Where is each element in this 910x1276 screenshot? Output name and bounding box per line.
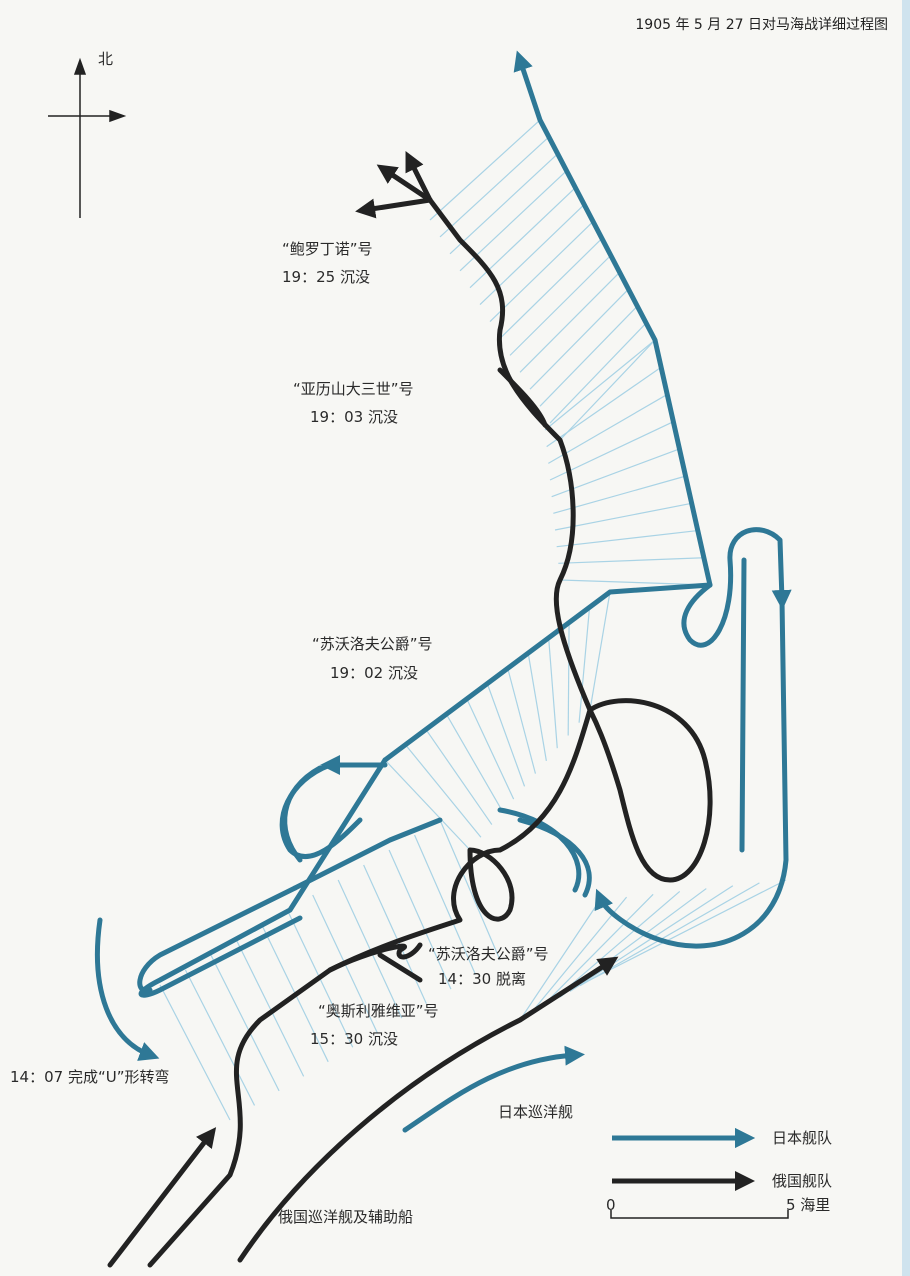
fire-line xyxy=(466,698,515,800)
fire-line xyxy=(489,221,594,322)
russian-fleet-track xyxy=(107,151,713,1268)
fire-line xyxy=(567,622,570,736)
fire-line xyxy=(184,969,256,1106)
fire-line xyxy=(549,322,647,424)
jp-cruisers-label: 日本巡洋舰 xyxy=(498,1103,574,1121)
scale-bar xyxy=(610,1210,789,1219)
fire-line xyxy=(337,879,403,1019)
fire-line xyxy=(507,668,537,774)
oslyabya-event: 15：30 沉没 xyxy=(310,1030,398,1048)
fire-line xyxy=(548,637,558,749)
fire-line xyxy=(539,893,654,1009)
legend-russia-label: 俄国舰队 xyxy=(772,1172,833,1190)
fire-line xyxy=(559,579,711,586)
fire-line xyxy=(425,729,493,825)
suvorov-out-event: 14：30 脱离 xyxy=(438,970,526,988)
fire-line xyxy=(548,393,668,464)
fire-line xyxy=(413,834,477,975)
fire-line xyxy=(235,939,305,1077)
fire-line xyxy=(159,984,231,1121)
fire-line xyxy=(384,759,471,851)
alexander-event: 19：03 沉没 xyxy=(310,408,398,426)
fire-line xyxy=(519,899,601,1021)
suvorov-out-name: “苏沃洛夫公爵”号 xyxy=(428,945,549,963)
fire-line xyxy=(544,339,656,431)
suvorov-sunk-event: 19：02 沉没 xyxy=(330,664,418,682)
fire-line xyxy=(579,882,760,987)
alexander-name: “亚历山大三世”号 xyxy=(293,380,414,398)
borodino-name: “鲍罗丁诺”号 xyxy=(282,240,373,258)
fire-line xyxy=(479,204,585,306)
uturn-label: 14：07 完成“U”形转弯 xyxy=(10,1068,170,1086)
scale-end: 5 海里 xyxy=(786,1196,831,1214)
fire-line xyxy=(519,271,621,373)
fire-line xyxy=(529,896,628,1015)
fire-line xyxy=(499,238,603,339)
fire-line xyxy=(459,170,567,272)
legend xyxy=(610,1128,789,1219)
fire-line xyxy=(589,879,787,981)
fire-line xyxy=(527,652,547,762)
fire-line xyxy=(388,849,452,990)
fire-line xyxy=(529,288,629,390)
fire-line xyxy=(589,591,611,711)
scale-start: 0 xyxy=(606,1196,616,1214)
fire-line xyxy=(486,683,526,787)
fire-line xyxy=(509,254,612,356)
map-title: 1905 年 5 月 27 日对马海战详细过程图 xyxy=(635,17,888,33)
page-edge xyxy=(902,0,910,1276)
borodino-event: 19：25 沉没 xyxy=(282,268,370,286)
legend-japan-label: 日本舰队 xyxy=(772,1129,833,1147)
fire-line xyxy=(578,607,591,723)
fire-line xyxy=(558,557,704,564)
fire-line xyxy=(429,119,541,221)
fire-line xyxy=(439,136,550,238)
fire-line xyxy=(469,187,576,289)
fire-line xyxy=(404,744,482,838)
ru-cruisers-label: 俄国巡洋舰及辅助船 xyxy=(278,1208,414,1226)
oslyabya-name: “奥斯利雅维亚”号 xyxy=(318,1002,439,1020)
north-arrow-icon xyxy=(48,57,127,218)
fire-line xyxy=(439,819,501,961)
fire-line xyxy=(210,954,280,1092)
fire-line xyxy=(539,305,638,407)
suvorov-sunk-name: “苏沃洛夫公爵”号 xyxy=(312,635,433,653)
fire-line xyxy=(363,864,427,1004)
fire-line xyxy=(445,713,504,813)
fire-line xyxy=(559,339,656,441)
fire-line xyxy=(449,153,559,255)
japanese-fleet-track xyxy=(94,50,792,1148)
north-label: 北 xyxy=(98,50,114,68)
fire-line xyxy=(554,502,692,531)
fire-line xyxy=(556,529,698,548)
fire-line xyxy=(546,366,662,448)
